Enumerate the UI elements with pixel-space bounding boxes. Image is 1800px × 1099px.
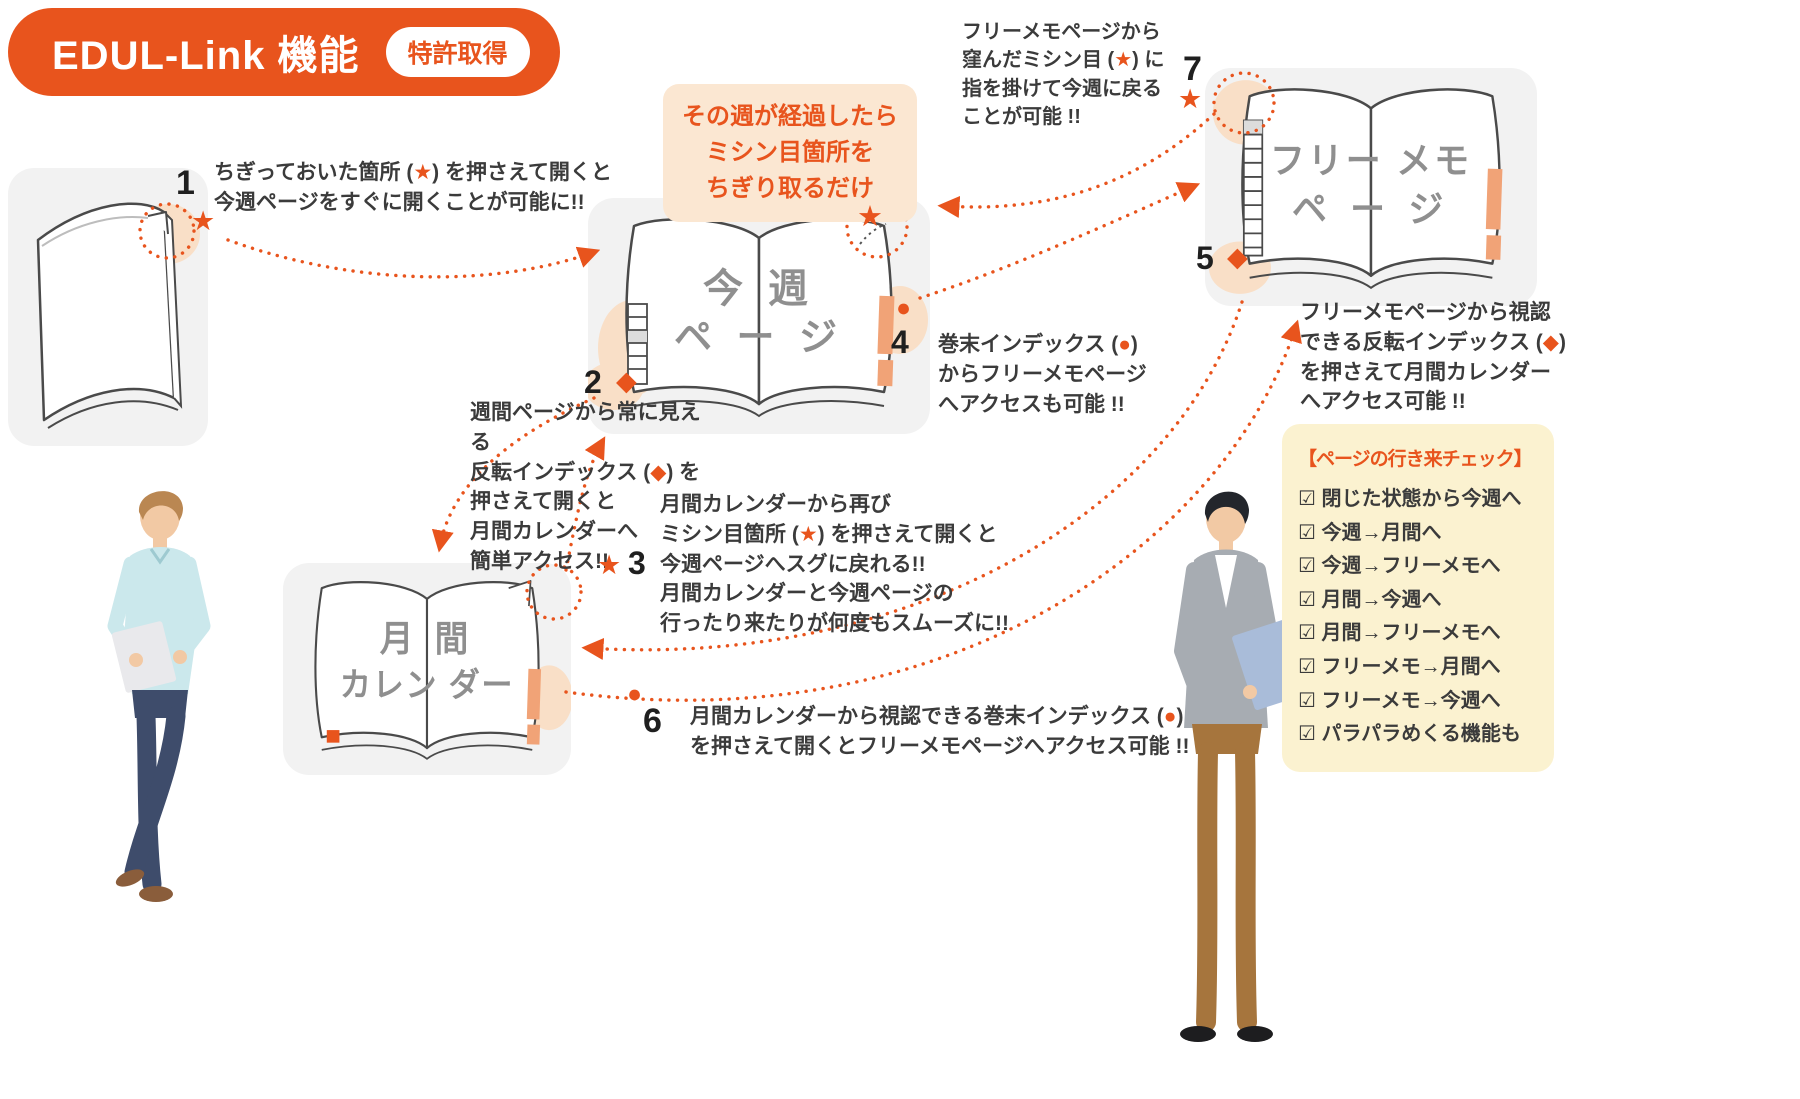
closed-book-cover-curve [41,216,149,247]
monthly-book-label-line2: カレン ダー [340,666,515,703]
book-right-page [425,580,540,750]
checklist-item-6: ☑ フリーメモ→月間へ [1298,655,1501,678]
patent-badge: 特許取得 [385,27,530,77]
shoe [115,869,145,887]
checklist-item-5: ☑ 月間→フリーメモへ [1298,622,1501,645]
monthly-book-label-line1: 月 間 [380,619,474,659]
step6-text: 月間カレンダーから視認できる巻末インデックス (●)を押さえて開くとフリーメモペ… [690,705,1190,758]
weekly-book-label-line1: 今 週 [703,267,815,311]
index-tab [526,668,542,745]
book-under-pages [321,744,533,760]
step3-star-icon: ★ [597,550,622,580]
closed-book-illustration [36,202,200,429]
paper [111,621,177,693]
shoe [1237,1026,1273,1042]
step3-number: 3 [628,545,646,581]
weekly-book-label-line2: ペ ー ジ [674,317,844,359]
book-right-page [757,218,893,406]
corner-index-mark [326,730,340,743]
step1-text: ちぎっておいた箇所 (★) を押さえて開くと今週ページをすぐに開くことが可能に!… [214,161,612,214]
monthly-book-illustration: 月 間 カレン ダー [314,580,571,760]
closed-book-bottom-pages [47,400,179,429]
neck [153,536,167,549]
arrow-step1-closed-to-weekly [226,238,601,279]
step2-diamond-icon: ◆ [616,366,637,396]
book-left-page [314,580,429,750]
book-under-pages [1249,271,1493,290]
step2-number: 2 [584,364,602,400]
step7-text: フリーメモページから窪んだミシン目 (★) に指を掛けて今週に戻ることが可能 !… [962,21,1165,129]
collar [149,548,171,565]
memo-book-label-line1: フリー メモ [1270,140,1472,181]
step3-text: 月間カレンダーから再びミシン目箇所 (★) を押さえて開くと今週ページへスグに戻… [660,493,1009,636]
checklist-item-8: ☑ パラパラめくる機能も [1298,723,1521,746]
free-memo-panel: フリー メモ ペ ー ジ [1205,68,1537,306]
page-title: EDUL-Link 機能 [52,34,360,78]
step6-dot-icon: ● [627,680,643,708]
title-banner: EDUL-Link 機能 特許取得 [8,8,560,96]
person-left-illustration [107,491,211,902]
hand [173,650,187,664]
step1-star-icon: ★ [191,206,216,236]
hair [138,491,183,521]
page-navigation-checklist: 【ページの行き来チェック】 ☑ 閉じた状態から今週へ ☑ 今週→月間へ ☑ 今週… [1282,424,1554,772]
checklist-item-4: ☑ 月間→今週へ [1298,588,1442,611]
memo-book-label-line2: ペ ー ジ [1292,189,1450,230]
shoe [139,886,173,902]
step1-number: 1 [176,164,195,202]
checklist-item-7: ☑ フリーメモ→今週へ [1298,689,1501,712]
leg [1196,742,1218,1032]
book-right-page [1369,88,1501,278]
step4-dot-icon: ● [896,294,912,322]
checklist-item-2: ☑ 今週→月間へ [1298,521,1442,544]
hand [1243,685,1257,699]
book-left-page [1241,88,1373,278]
reverse-index-ladder [1242,119,1264,257]
closed-book-panel [8,168,208,446]
shoe [1180,1026,1216,1042]
hand [129,653,143,667]
arrow-step4-weekly-to-memo [918,182,1201,300]
right-arm [172,556,211,664]
step5-text: フリーメモページから視認できる反転インデックス (◆)を押さえて月間カレンダーへ… [1300,301,1566,414]
step4-number: 4 [891,324,909,360]
weekly-corner-star-icon: ★ [857,201,883,233]
checklist-title: 【ページの行き来チェック】 [1298,449,1533,470]
monthly-calendar-panel: 月 間 カレン ダー [283,563,571,775]
memo-book-illustration: フリー メモ ペ ー ジ [1208,80,1503,294]
step5-number: 5 [1196,240,1214,276]
checklist-item-3: ☑ 今週→フリーメモへ [1298,555,1501,578]
step6-number: 6 [643,702,662,740]
step7-number: 7 [1183,50,1202,88]
index-tab [1485,168,1503,260]
checklist-item-1: ☑ 閉じた状態から今週へ [1298,488,1522,510]
step5-diamond-icon: ◆ [1227,242,1248,272]
step7-star-icon: ★ [1178,84,1203,114]
leg [1235,742,1257,1032]
step4-text: 巻末インデックス (●)からフリーメモページへアクセスも可能 !! [938,333,1147,416]
leg-crossed [124,706,186,882]
